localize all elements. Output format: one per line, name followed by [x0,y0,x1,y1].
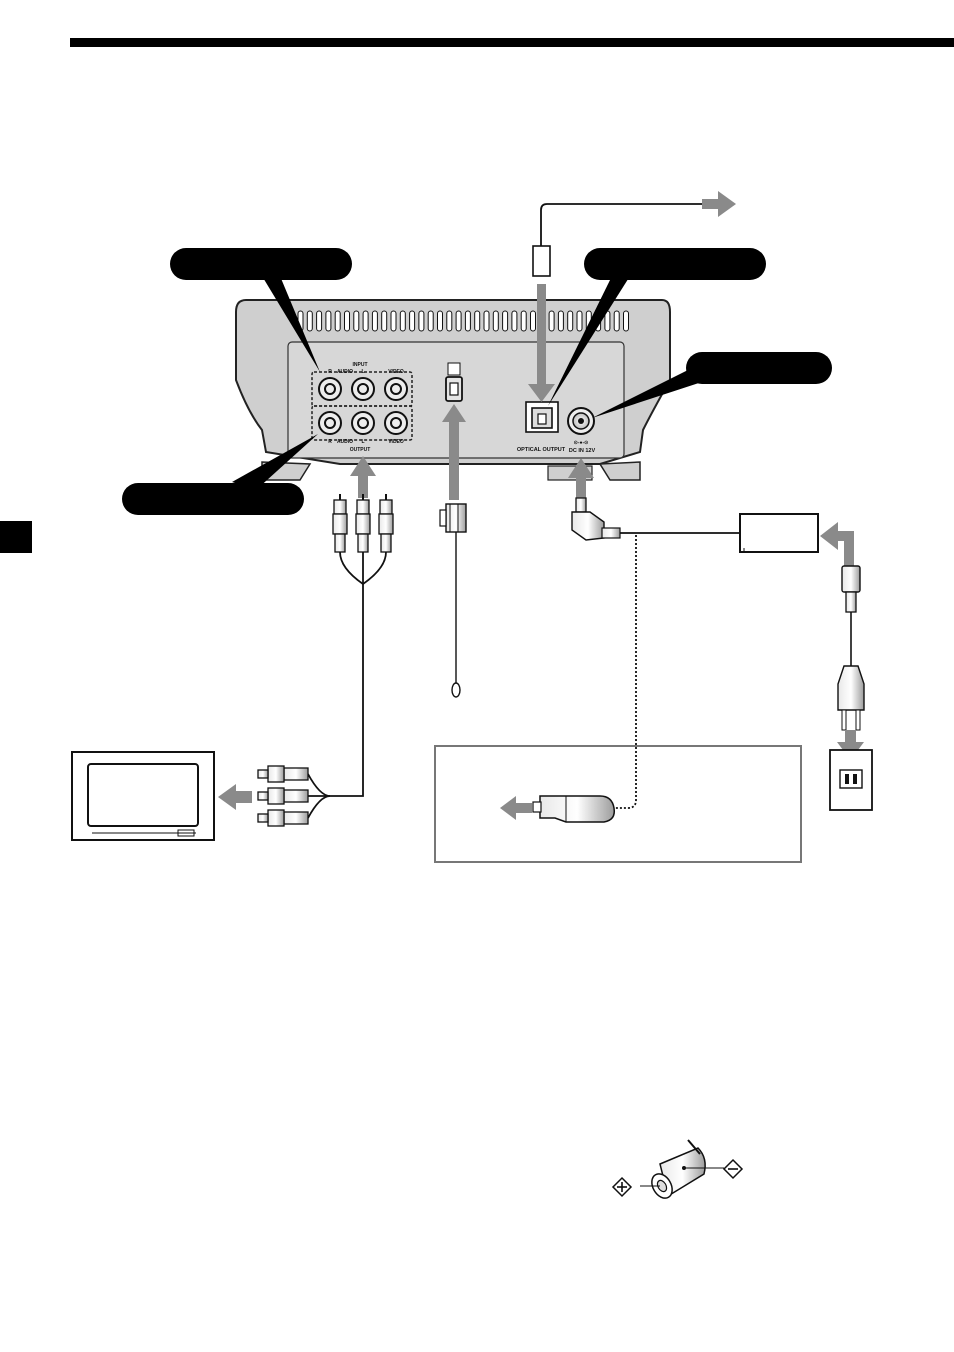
optical-cable [532,203,702,277]
ac-adapter [739,513,819,553]
wall-outlet [829,749,873,811]
arrow-up-icon [568,458,594,498]
input-video-label: VIDEO [388,369,404,375]
output-video-label: VIDEO [388,439,404,445]
plug-polarity-icon [640,1139,724,1199]
output-jack-group [311,405,413,441]
tv-monitor [71,751,215,841]
arrow-right-icon [702,191,736,217]
input-r-label: R [328,369,332,375]
rca-plugs-tv-side [257,765,309,827]
output-jacks[interactable] [318,411,408,435]
output-footer-label: OUTPUT [350,447,371,453]
arrow-down-icon [528,284,555,402]
ac-power-cord [837,565,865,731]
callout-dc-in [592,352,832,418]
car-adapter-cable [612,535,637,809]
input-l-label: L [361,369,364,375]
minus-terminal-icon [722,1158,744,1180]
callout-optical-output [548,248,766,406]
dc-in-label: DC IN 12V [569,448,596,454]
arrow-left-icon [218,784,252,810]
output-r-label: R [328,439,332,445]
optical-output-label: OPTICAL OUTPUT [517,447,566,453]
vent-slots [297,310,629,332]
output-l-label: L [361,439,364,445]
car-adapter-box [434,745,802,863]
output-audio-label: AUDIO [337,439,353,445]
input-audio-label: AUDIO [337,369,353,375]
optical-output-jack[interactable] [525,401,559,433]
ir-connector-socket[interactable] [445,362,463,402]
rca-cable [307,551,387,819]
dc-polarity-label: ⊙-●-⊙ [574,440,589,446]
arrow-up-icon [350,456,376,498]
arrow-up-icon [442,404,466,500]
dc-in-jack[interactable] [567,407,595,435]
arrow-left-icon [500,796,532,820]
input-jacks[interactable] [318,377,408,401]
callout-input [170,248,352,372]
ir-connector-plug [439,503,467,698]
dc-plug [571,497,621,541]
car-adapter-plug [532,795,616,823]
arrow-left-icon [820,522,854,566]
input-jack-group [311,371,413,407]
input-header-label: INPUT [353,362,368,368]
header-rule [70,38,954,47]
rca-cable-plugs [332,494,394,553]
plus-terminal-icon [611,1176,633,1198]
section-tab [0,521,32,553]
callout-output [122,434,318,515]
